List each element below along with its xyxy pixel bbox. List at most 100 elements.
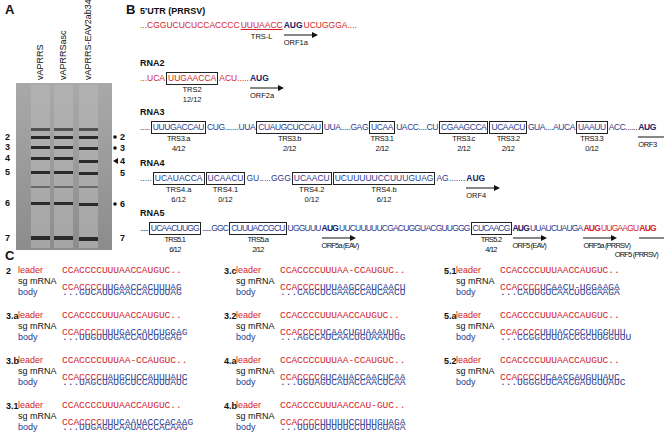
trs-box: UCAUACCATRS4.a6/12 <box>153 172 205 185</box>
orf-arrow <box>638 134 664 140</box>
orf-arrow <box>250 85 284 91</box>
sequence-text: AG....... <box>436 173 465 184</box>
band-number: 6 <box>5 198 10 208</box>
lane-label: vAPRRS <box>35 44 46 80</box>
trs-sequence: CUCAACG <box>473 223 510 233</box>
row-label: body <box>18 332 38 343</box>
row-label: leader <box>236 400 261 411</box>
trs-fraction: 2/12 <box>252 245 263 254</box>
orf-label: ORF1a <box>284 38 308 47</box>
sequence-row: .....UCAACUUGGTRS5.16/12......GGCCUUUACC… <box>140 222 656 235</box>
trs-box: CUCAACGTRS5.24/12 <box>471 222 512 235</box>
start-codon: AUGORF5 (EAV) <box>513 223 530 234</box>
trs-name: TRS3.3 <box>580 134 603 143</box>
sequence-row: .....UCAUACCATRS4.a6/12UCAACUTRS4.10/12G… <box>140 172 485 185</box>
row-label: sg mRNA <box>18 276 57 287</box>
start-codon: AUGORF5a (EAV) <box>322 223 339 234</box>
leader-sequence: CCACCCCUUUAACCAU-GUC.. <box>280 400 405 411</box>
start-codon-text: AUG <box>583 223 600 233</box>
start-codon-text: AUG <box>513 223 530 233</box>
trs-box: UCAACUUGGTRS5.16/12 <box>149 222 201 235</box>
trs-fraction: 2/12 <box>283 144 296 153</box>
body-sequence: ...UUUCUUUUUCCUUUGUAGA <box>280 422 405 433</box>
sequence-row: ...CGGUCUCUCCACCCCUUUAACCTRS-LAUGORF1aUC… <box>140 20 357 31</box>
row-heading: 5'UTR (PRRSV) <box>140 6 205 17</box>
lane-label: vAPRRSasc <box>58 30 69 80</box>
trs-sequence: UAAUU <box>578 122 606 132</box>
callout-number: 3.2 <box>224 311 237 321</box>
row-label: sg mRNA <box>456 366 495 377</box>
band-number: 6 <box>120 199 125 209</box>
trs-sequence: UUGAACCA <box>168 73 216 83</box>
trs-sequence: UCAACUUGG <box>151 223 199 233</box>
trs-name: TRS3.a <box>167 134 190 143</box>
row-label: body <box>236 287 256 298</box>
trs-name: TRS3.2 <box>497 134 520 143</box>
row-label: leader <box>236 310 261 321</box>
orf-arrow <box>513 235 547 241</box>
leader-sequence: CCACCCCUUUAACCAUGUC.. <box>500 310 620 321</box>
row-label: leader <box>236 265 261 276</box>
sequence-text: UUA.....GAG <box>324 122 368 133</box>
sequence-text: UUCUUUUUCGACUGGUACGUUGGG <box>339 223 470 234</box>
trs-box: UUGAACCATRS212/12 <box>166 72 218 85</box>
row-label: sg mRNA <box>18 411 57 422</box>
row-label: body <box>18 422 38 433</box>
leader-sequence: CCACCCCUUUAACCAUGUC.. <box>62 265 182 276</box>
row-label: sg mRNA <box>236 321 275 332</box>
trs-leader: UUUAACCTRS-L <box>241 20 283 31</box>
row-heading: RNA3 <box>140 107 165 118</box>
row-label: body <box>456 287 476 298</box>
sequence-row: ...UCAUUGAACCATRS212/12ACU.....AUGORF2a <box>140 72 269 85</box>
band-number: 4 <box>120 156 125 166</box>
band-number: 5 <box>5 167 10 177</box>
row-label: leader <box>18 400 43 411</box>
trs-name: TRS3.b <box>278 134 301 143</box>
row-heading: RNA5 <box>140 208 165 219</box>
gel-bands <box>31 128 98 241</box>
row-label: leader <box>18 265 43 276</box>
callout-number: 3.c <box>224 266 237 276</box>
row-heading: RNA2 <box>140 58 165 69</box>
trs-box: CUUUACCGCUTRS5.a2/12 <box>229 222 286 235</box>
sequence-row: .....UUUGACCAUTRS3.a4/12CUG.......UUACUA… <box>140 121 656 134</box>
trs-label: TRS-L <box>251 32 273 41</box>
band-number: 7 <box>5 233 10 243</box>
trs-name: TRS4.a <box>166 185 191 194</box>
start-codon-text: AUG <box>322 223 339 233</box>
trs-sequence: UCAACU <box>294 173 330 183</box>
callout-number: 2 <box>6 266 11 276</box>
leader-sequence: CCACCCCUUUAACCAUGUC.. <box>280 310 400 321</box>
trs-box: UUUGACCAUTRS3.a4/12 <box>151 121 206 134</box>
trs-box: UCUUUUUCCUUUGUAGTRS4.b6/12 <box>333 172 436 185</box>
row-label: leader <box>236 355 261 366</box>
sequence-text: UUAUCUAUGA <box>530 223 582 234</box>
sequence-text: ..... <box>140 122 150 133</box>
sequence-text: ...CGGUCUCUCCACCCC <box>140 20 240 31</box>
trs-box: UAAUUTRS3.30/12 <box>576 121 608 134</box>
body-sequence: ...UAGCUAUGCUCCAUUUAUC <box>62 377 187 388</box>
orf-label: ORF2a <box>250 91 274 100</box>
leader-sequence: CCACCCCUUUAA-CCAUGUC.. <box>62 355 187 366</box>
gel-lane <box>31 85 50 248</box>
trs-fraction: 6/12 <box>171 195 186 204</box>
callout-number: 4.b <box>224 401 237 411</box>
leader-sequence: CCACCCCUUUAACCAUGUC.. <box>62 400 182 411</box>
sequence-text: UACC....CU <box>396 122 438 133</box>
gel-lane <box>79 85 98 248</box>
band-number: 2 <box>5 132 10 142</box>
orf-label: ORF4 <box>466 191 486 200</box>
band-number: 2 <box>120 132 125 142</box>
band-number: 3 <box>5 142 10 152</box>
body-sequence: ...UGGGCUCAACGAUGUUAUC <box>500 377 625 388</box>
lane-label: vAPRRS-EAV2ab34 <box>83 0 94 80</box>
start-codon-text: AUG <box>639 223 656 233</box>
row-label: body <box>18 377 38 388</box>
band-number: 5 <box>120 168 125 178</box>
body-sequence: ...UUGAGUCAAUACCCACAAG <box>62 422 187 433</box>
trs-fraction: 0/12 <box>585 144 598 153</box>
trs-fraction: 6/12 <box>377 195 392 204</box>
row-label: sg mRNA <box>236 366 275 377</box>
sequence-text: UUGAAGU <box>601 223 638 234</box>
